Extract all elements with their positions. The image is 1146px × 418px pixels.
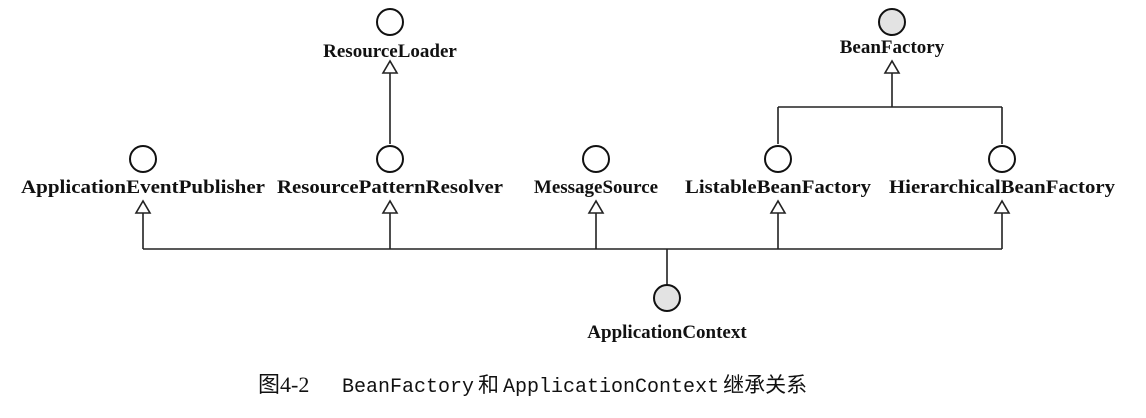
caption-prefix: 图4-2 <box>258 372 309 397</box>
caption-mid: 和 <box>478 373 499 397</box>
interface-circle-icon <box>376 8 404 36</box>
interface-circle-icon <box>878 8 906 36</box>
node-label: ListableBeanFactory <box>685 177 872 198</box>
interface-circle-icon <box>376 145 404 173</box>
caption-suffix: 继承关系 <box>723 373 807 397</box>
edge-applicationcontext-parents <box>134 199 1011 285</box>
node-messagesource: MessageSource <box>534 145 658 198</box>
interface-circle-icon <box>582 145 610 173</box>
interface-circle-icon <box>988 145 1016 173</box>
node-label: BeanFactory <box>840 37 945 58</box>
node-label: ResourcePatternResolver <box>277 177 504 198</box>
interface-circle-icon <box>129 145 157 173</box>
edge-beanfactory-subinterfaces <box>777 59 1003 144</box>
edge-resourcepatternresolver-to-resourceloader <box>381 59 399 144</box>
node-listablebeanfactory: ListableBeanFactory <box>685 145 872 198</box>
node-label: HierarchicalBeanFactory <box>889 177 1116 198</box>
node-label: ApplicationContext <box>587 322 747 343</box>
interface-circle-icon <box>764 145 792 173</box>
caption-part2: ApplicationContext <box>503 376 719 399</box>
node-label: ResourceLoader <box>323 41 457 62</box>
node-applicationcontext: ApplicationContext <box>587 284 747 343</box>
node-resourceloader: ResourceLoader <box>323 8 457 62</box>
node-hierarchicalbeanfactory: HierarchicalBeanFactory <box>889 145 1116 198</box>
interface-circle-icon <box>653 284 681 312</box>
node-resourcepatternresolver: ResourcePatternResolver <box>277 145 504 198</box>
node-beanfactory: BeanFactory <box>840 8 945 58</box>
node-applicationeventpublisher: ApplicationEventPublisher <box>21 145 266 198</box>
node-label: ApplicationEventPublisher <box>21 177 266 198</box>
caption-part1: BeanFactory <box>342 376 474 399</box>
figure-caption: 图4-2 BeanFactory 和 ApplicationContext 继承… <box>258 372 807 399</box>
node-label: MessageSource <box>534 177 658 198</box>
